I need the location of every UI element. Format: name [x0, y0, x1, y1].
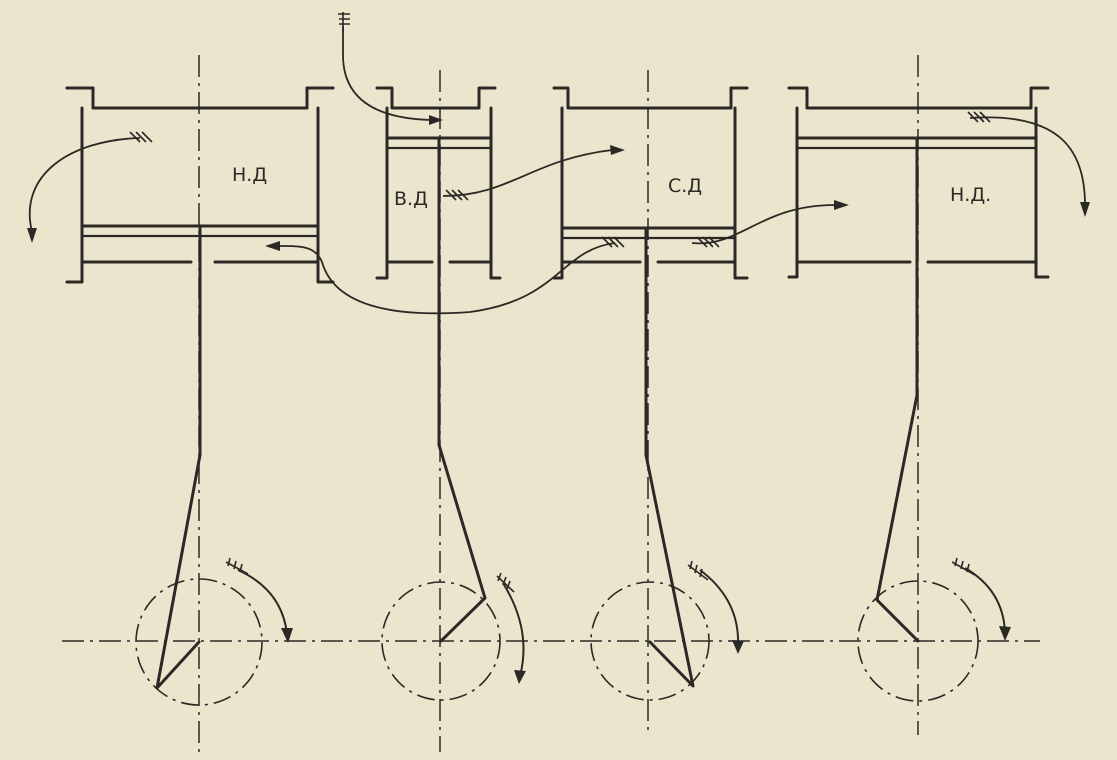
connecting-rod-3 [644, 453, 695, 688]
cylinder-2-label: В.Д [394, 188, 428, 210]
connecting-rod-4 [875, 393, 920, 643]
cylinder-1-label: Н.Д [232, 164, 267, 186]
rods [155, 138, 920, 690]
exhaust-left-arrow [29, 137, 141, 233]
steam-flow [27, 12, 1090, 315]
rotation-arrows [225, 557, 1011, 684]
cylinder-2: В.Д [375, 86, 502, 280]
cylinder-4-label: Н.Д. [950, 184, 991, 206]
exhaust-right-arrow [969, 116, 1086, 206]
rotation-arrow-4 [964, 567, 1006, 633]
cylinder-3: С.Д [552, 86, 749, 280]
crank-circle-3 [590, 581, 710, 701]
steam-inlet-arrow [342, 26, 433, 121]
crank-circle-2 [381, 581, 501, 701]
rotation-arrow-2 [502, 582, 525, 677]
flow-mp-to-lp-left [274, 242, 616, 315]
connecting-rod-2 [437, 443, 487, 643]
flow-hp-to-mp-top [442, 149, 613, 197]
centerlines [62, 55, 1040, 752]
rotation-arrow-1 [237, 569, 288, 635]
rotation-arrow-3 [699, 569, 740, 647]
crank-circles [135, 578, 979, 706]
crank-circle-4 [857, 580, 979, 702]
crank-circle-1 [135, 578, 263, 706]
cylinder-3-label: С.Д [668, 175, 702, 197]
